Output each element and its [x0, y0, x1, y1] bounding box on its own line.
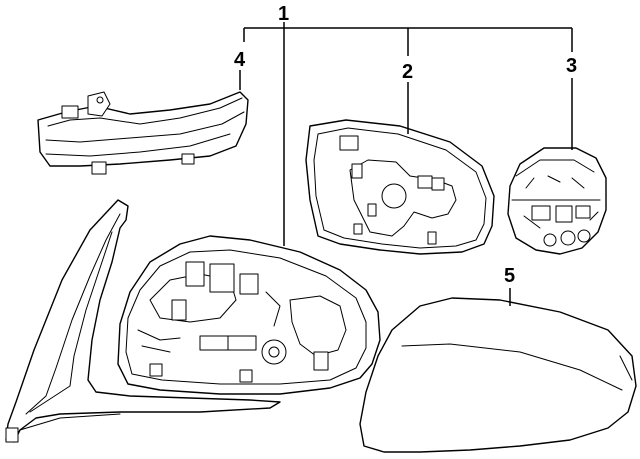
callout-2: 2 [402, 61, 413, 83]
callout-4: 4 [234, 49, 246, 71]
mirror-cover-part-5 [359, 297, 637, 453]
mirror-mount-base [5, 199, 281, 443]
callout-1: 1 [278, 3, 289, 25]
mirror-housing-part-1 [117, 235, 381, 395]
mirror-glass-part-2 [305, 119, 495, 255]
callout-leaders [239, 22, 573, 306]
callout-5: 5 [504, 265, 515, 287]
mirror-actuator-part-3 [507, 147, 607, 255]
callout-3: 3 [566, 55, 577, 77]
turn-signal-lamp-part-4 [37, 91, 249, 175]
